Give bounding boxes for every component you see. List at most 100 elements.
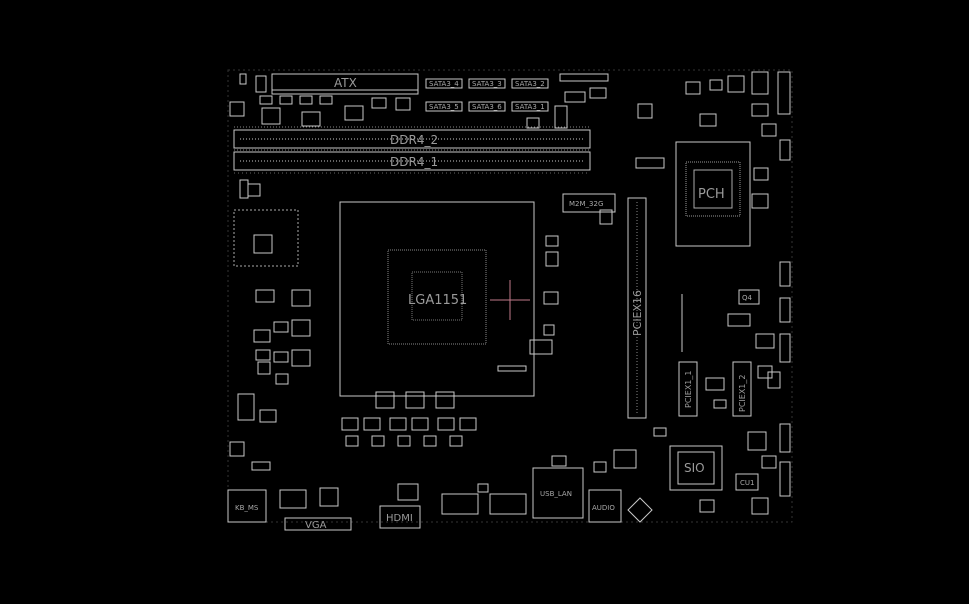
pcie-x1-slot-1[interactable] bbox=[678, 361, 698, 417]
small-component bbox=[395, 97, 411, 111]
small-component bbox=[779, 333, 791, 363]
pcie1-1-label: PCIEX1_1 bbox=[684, 371, 693, 408]
small-component bbox=[344, 105, 364, 121]
vrm-component bbox=[397, 435, 411, 447]
vrm-chip bbox=[253, 234, 273, 254]
vrm-component bbox=[341, 417, 359, 431]
small-component bbox=[237, 393, 255, 421]
hdmi-label: HDMI bbox=[386, 513, 413, 524]
vrm-component bbox=[449, 435, 463, 447]
small-component bbox=[529, 339, 553, 355]
m2-slot[interactable] bbox=[562, 193, 616, 213]
board-outline bbox=[227, 69, 793, 523]
usb-lan-port[interactable] bbox=[532, 467, 584, 519]
sata-connector[interactable] bbox=[511, 78, 549, 89]
small-component bbox=[371, 97, 387, 109]
pch-label: PCH bbox=[698, 187, 725, 202]
pcie16-label: PCIEX16 bbox=[631, 290, 644, 336]
pcie-x1-slot-2[interactable] bbox=[732, 361, 752, 417]
small-component bbox=[405, 391, 425, 409]
vrm-component bbox=[411, 417, 429, 431]
mosfet-q4 bbox=[738, 289, 760, 305]
ddr4-slot-2[interactable] bbox=[233, 129, 591, 149]
m2-label: M2M_32G bbox=[569, 200, 603, 208]
small-component bbox=[275, 373, 289, 385]
small-component bbox=[551, 455, 567, 467]
inductor bbox=[291, 349, 311, 367]
small-component bbox=[637, 103, 653, 119]
small-component bbox=[727, 75, 745, 93]
hdmi-port[interactable] bbox=[379, 505, 421, 529]
small-component bbox=[559, 73, 609, 82]
sata-connector[interactable] bbox=[425, 101, 463, 112]
small-component bbox=[239, 73, 247, 85]
vrm-cluster bbox=[233, 209, 299, 267]
pcie-x16-slot[interactable] bbox=[627, 197, 647, 419]
pch-chip[interactable] bbox=[685, 161, 741, 217]
small-component bbox=[375, 391, 395, 409]
usb-lan-label: USB_LAN bbox=[540, 490, 572, 498]
audio-label: AUDIO bbox=[592, 504, 615, 512]
sata-connector[interactable] bbox=[425, 78, 463, 89]
atx-power-connector[interactable] bbox=[271, 73, 419, 95]
small-component bbox=[259, 409, 277, 423]
inductor bbox=[291, 289, 311, 307]
small-component bbox=[257, 361, 271, 375]
small-component bbox=[279, 95, 293, 105]
pcie1-2-label: PCIEX1_2 bbox=[738, 375, 747, 412]
small-component bbox=[251, 461, 271, 471]
vrm-component bbox=[345, 435, 359, 447]
small-component bbox=[299, 95, 313, 105]
audio-jack[interactable] bbox=[588, 489, 622, 523]
sata-label: SATA3_2 bbox=[515, 80, 545, 88]
small-component bbox=[259, 95, 273, 105]
small-component bbox=[593, 461, 607, 473]
small-component bbox=[779, 261, 791, 287]
vga-label: VGA bbox=[305, 520, 327, 531]
pch-outline bbox=[675, 141, 751, 247]
sata-connector[interactable] bbox=[468, 101, 506, 112]
kb-ms-port[interactable] bbox=[227, 489, 267, 523]
small-component bbox=[747, 431, 767, 451]
small-component bbox=[564, 91, 586, 103]
small-component bbox=[751, 103, 769, 117]
sata-connector[interactable] bbox=[468, 78, 506, 89]
small-component bbox=[699, 499, 715, 513]
small-component bbox=[497, 365, 527, 372]
small-component bbox=[761, 123, 777, 137]
q4-label: Q4 bbox=[742, 294, 753, 302]
small-component bbox=[255, 349, 271, 361]
small-component bbox=[279, 489, 307, 509]
kb-ms-label: KB_MS bbox=[235, 504, 259, 512]
vrm-component bbox=[363, 417, 381, 431]
small-component bbox=[554, 105, 568, 129]
small-component bbox=[319, 95, 333, 105]
chip-cu1 bbox=[735, 473, 759, 491]
ddr4-slot-1[interactable] bbox=[233, 151, 591, 171]
small-component bbox=[777, 71, 791, 115]
small-component bbox=[709, 79, 723, 91]
small-component bbox=[713, 399, 727, 409]
cpu-crosshair bbox=[490, 280, 530, 320]
sio-label: SIO bbox=[684, 461, 705, 475]
silkscreen-labels: ATX SATA3_4 SATA3_3 SATA3_2 SATA3_5 SATA… bbox=[235, 76, 754, 531]
small-component bbox=[489, 493, 527, 515]
small-component bbox=[751, 497, 769, 515]
small-component bbox=[261, 107, 281, 125]
vrm-component bbox=[389, 417, 407, 431]
small-component bbox=[699, 113, 717, 127]
cpu-socket[interactable] bbox=[339, 201, 535, 397]
vrm-component bbox=[371, 435, 385, 447]
small-component bbox=[229, 101, 245, 117]
small-component bbox=[273, 321, 289, 333]
small-component bbox=[545, 235, 559, 247]
small-component bbox=[255, 289, 275, 303]
small-component bbox=[779, 461, 791, 497]
sio-chip[interactable] bbox=[669, 445, 723, 491]
small-component bbox=[255, 75, 267, 93]
ddr4-1-label: DDR4_1 bbox=[390, 155, 438, 169]
small-component bbox=[239, 179, 249, 199]
vga-port[interactable] bbox=[284, 517, 352, 531]
sata-label: SATA3_3 bbox=[472, 80, 502, 88]
sata-connector[interactable] bbox=[511, 101, 549, 112]
